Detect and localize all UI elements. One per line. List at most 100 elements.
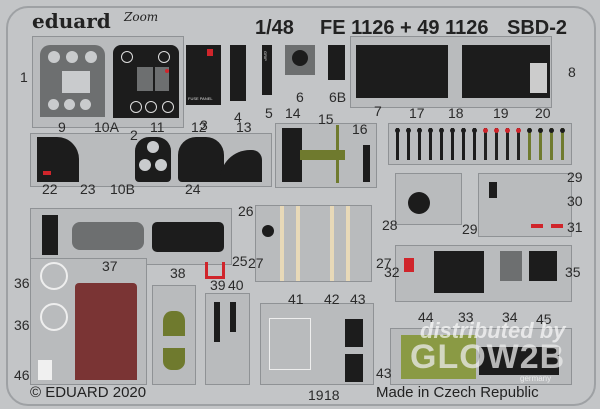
part-37 xyxy=(75,283,137,380)
lever-knob xyxy=(461,128,466,133)
part-number-34: 34 xyxy=(502,309,518,325)
part-36-wheel xyxy=(40,262,68,290)
part-12 xyxy=(178,137,224,182)
part-number-2: 2 xyxy=(130,127,138,143)
part-number-43: 43 xyxy=(350,291,366,307)
lever-knob xyxy=(527,128,532,133)
part-16 xyxy=(363,145,370,182)
part-number-1: 1 xyxy=(20,69,28,85)
carrier-44-45 xyxy=(390,328,572,385)
carrier-28 xyxy=(395,173,462,225)
eduard-logo: eduard xyxy=(32,9,111,33)
part-8-panel xyxy=(462,45,550,98)
part-10b xyxy=(72,222,144,250)
carrier-32-35 xyxy=(395,245,572,302)
part-9 xyxy=(37,137,79,182)
lever xyxy=(494,128,499,160)
lever xyxy=(538,128,543,160)
part-27-seatbelts xyxy=(255,205,372,282)
lever-knob xyxy=(439,128,444,133)
part-15-stick xyxy=(300,150,345,160)
part-number-38: 38 xyxy=(170,265,186,281)
part-7-panel xyxy=(356,45,448,98)
lever xyxy=(395,128,400,160)
part-number-36: 36 xyxy=(14,317,30,333)
part-number-44: 44 xyxy=(418,309,434,325)
lever-knob xyxy=(516,128,521,133)
lever xyxy=(450,128,455,160)
part-number-27: 27 xyxy=(376,255,392,271)
part-15 xyxy=(336,125,339,183)
part-5-grip: GRIP xyxy=(262,45,272,95)
part-number-18: 18 xyxy=(324,387,340,403)
part-25 xyxy=(205,262,225,279)
lever xyxy=(417,128,422,160)
part-11 xyxy=(135,137,171,182)
carrier-41-43 xyxy=(260,303,374,385)
part-number-40: 40 xyxy=(228,277,244,293)
lever-knob xyxy=(538,128,543,133)
part-6b xyxy=(328,45,345,80)
part-number-25: 25 xyxy=(232,253,248,269)
part-number-9: 9 xyxy=(58,119,66,135)
part-number-23: 23 xyxy=(80,181,96,197)
part-number-10b: 10B xyxy=(110,181,135,197)
part-46 xyxy=(38,360,52,380)
part-number-31: 31 xyxy=(567,219,583,235)
lever-knob xyxy=(395,128,400,133)
part-number-5: 5 xyxy=(265,105,273,121)
part-number-10a: 10A xyxy=(94,119,119,135)
part-number-11: 11 xyxy=(150,119,165,135)
part-number-19: 19 xyxy=(308,387,324,403)
part-number-6b: 6B xyxy=(329,89,347,105)
part-3-fuse-panel: FUSE PANEL xyxy=(186,45,221,105)
lever-knob xyxy=(428,128,433,133)
carrier-39-40 xyxy=(205,293,250,385)
part-number-45: 45 xyxy=(536,311,552,327)
lever xyxy=(472,128,477,160)
lever xyxy=(560,128,565,160)
lever-knob xyxy=(406,128,411,133)
watermark-glow2b: GLOW2B xyxy=(410,338,566,376)
lever xyxy=(505,128,510,160)
part-number-29: 29 xyxy=(567,169,583,185)
part-number-8: 8 xyxy=(568,64,576,80)
lever-knob xyxy=(505,128,510,133)
part-number-7: 7 xyxy=(374,103,382,119)
part-14 xyxy=(282,128,302,182)
lever xyxy=(406,128,411,160)
part-number-6: 6 xyxy=(296,89,304,105)
lever-knob xyxy=(417,128,422,133)
part-number-19: 19 xyxy=(493,105,509,121)
scale-label: 1/48 xyxy=(255,17,294,39)
lever xyxy=(516,128,521,160)
part-number-36: 36 xyxy=(14,275,30,291)
part-number-14: 14 xyxy=(285,105,301,121)
part-2-instrument-panel xyxy=(113,45,179,118)
part-number-3: 3 xyxy=(200,117,208,133)
zoom-logo: Zoom xyxy=(124,10,159,24)
lever-knob xyxy=(472,128,477,133)
part-number-18: 18 xyxy=(448,105,464,121)
part-number-33: 33 xyxy=(458,309,474,325)
carrier-38 xyxy=(152,285,196,385)
part-36-wheel xyxy=(40,303,68,331)
part-22 xyxy=(42,215,58,255)
product-code: FE 1126 + 49 1126 xyxy=(320,17,489,39)
lever xyxy=(439,128,444,160)
part-24 xyxy=(152,222,224,252)
watermark-germany: germany xyxy=(520,374,552,383)
part-number-39: 39 xyxy=(210,277,226,293)
part-number-15: 15 xyxy=(318,111,334,127)
lever xyxy=(527,128,532,160)
part-number-41: 41 xyxy=(288,291,304,307)
lever-knob xyxy=(549,128,554,133)
part-1-panel xyxy=(40,45,105,117)
lever-knob xyxy=(494,128,499,133)
part-number-30: 30 xyxy=(567,193,583,209)
part-number-29: 29 xyxy=(462,221,478,237)
fuse-panel-text: FUSE PANEL xyxy=(188,96,213,101)
carrier-17-20 xyxy=(388,123,572,165)
lever-knob xyxy=(483,128,488,133)
lever xyxy=(461,128,466,160)
